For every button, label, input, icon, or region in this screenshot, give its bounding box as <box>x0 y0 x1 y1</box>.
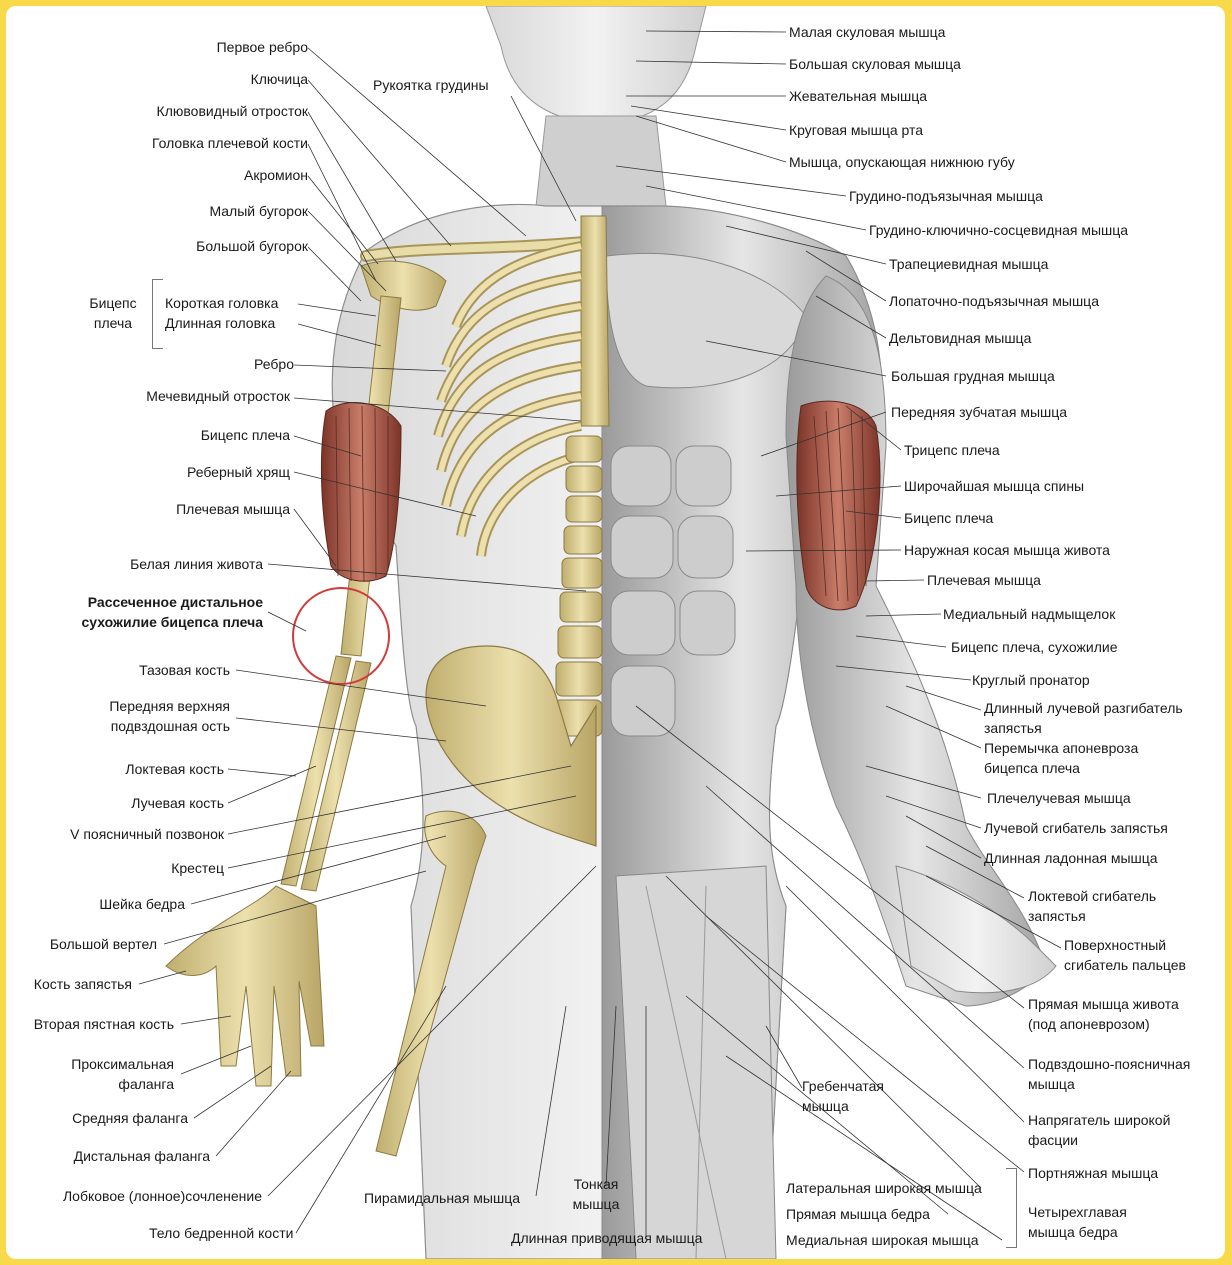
label-rib: Ребро <box>254 354 294 374</box>
label-quadriceps: Четырехглавая мышца бедра <box>1028 1202 1127 1242</box>
label-hip-bone: Тазовая кость <box>139 660 230 680</box>
diagram-frame: Первое ребро Ключица Клювовидный отросто… <box>6 6 1225 1259</box>
label-linea-alba: Белая линия живота <box>130 554 263 574</box>
label-biceps-left: Бицепс плеча <box>201 425 290 445</box>
label-sacrum: Крестец <box>171 858 224 878</box>
label-pyramidalis: Пирамидальная мышца <box>364 1188 520 1208</box>
label-orbicularis-oris: Круговая мышца рта <box>789 120 923 140</box>
bicep-group-bracket <box>152 279 163 349</box>
label-adductor-longus: Длинная приводящая мышца <box>511 1228 702 1248</box>
label-second-metacarpal: Вторая пястная кость <box>34 1014 174 1034</box>
label-vastus-lateralis: Латеральная широкая мышца <box>786 1178 982 1198</box>
label-masseter: Жевательная мышца <box>789 86 927 106</box>
label-pronator-teres: Круглый пронатор <box>972 670 1090 690</box>
label-greater-trochanter: Большой вертел <box>50 934 157 954</box>
label-triceps: Трицепс плеча <box>904 440 1000 460</box>
label-vastus-medialis: Медиальная широкая мышца <box>786 1230 979 1250</box>
label-brachialis-left: Плечевая мышца <box>176 499 290 519</box>
label-latissimus: Широчайшая мышца спины <box>904 476 1084 496</box>
label-fcu: Локтевой сгибатель запястья <box>1028 886 1156 926</box>
label-gracilis: Тонкая мышца <box>566 1174 626 1214</box>
label-zygomaticus-major: Большая скуловая мышца <box>789 54 961 74</box>
label-radius: Лучевая кость <box>131 793 224 813</box>
label-external-oblique: Наружная косая мышца живота <box>904 540 1110 560</box>
label-trapezius: Трапециевидная мышца <box>889 254 1048 274</box>
label-middle-phalanx: Средняя фаланга <box>72 1108 188 1128</box>
label-depressor-labii: Мышца, опускающая нижнюю губу <box>789 152 1015 172</box>
label-rectus-femoris: Прямая мышца бедра <box>786 1204 930 1224</box>
label-brachialis-right: Плечевая мышца <box>927 570 1041 590</box>
label-zygomaticus-minor: Малая скуловая мышца <box>789 22 945 42</box>
quadriceps-bracket <box>1006 1168 1017 1248</box>
label-carpal: Кость запястья <box>34 974 132 994</box>
label-biceps-right: Бицепс плеча <box>904 508 993 528</box>
label-sternocleidomastoid: Грудино-ключично-сосцевидная мышца <box>869 220 1128 240</box>
label-omohyoid: Лопаточно-подъязычная мышца <box>889 291 1099 311</box>
label-humerus-head: Головка плечевой кости <box>152 133 308 153</box>
label-bicep-group: Бицепс плеча <box>78 293 148 333</box>
label-costal-cartilage: Реберный хрящ <box>187 462 290 482</box>
label-proximal-phalanx: Проксимальная фаланга <box>71 1054 174 1094</box>
label-pectineus: Гребенчатая мышца <box>802 1076 884 1116</box>
label-greater-tubercle: Большой бугорок <box>196 236 308 256</box>
label-palmaris-longus: Длинная ладонная мышца <box>984 848 1158 868</box>
label-pectoralis-major: Большая грудная мышца <box>891 366 1055 386</box>
label-fcr: Лучевой сгибатель запястья <box>984 818 1168 838</box>
label-biceps-tendon: Бицепс плеча, сухожилие <box>951 637 1118 657</box>
label-long-head: Длинная головка <box>165 313 275 333</box>
label-femur-body: Тело бедренной кости <box>149 1223 293 1243</box>
label-pubic-symphysis: Лобковое (лонное)сочленение <box>63 1186 262 1206</box>
label-l5-vertebra: V поясничный позвонок <box>70 824 224 844</box>
label-lesser-tubercle: Малый бугорок <box>209 201 308 221</box>
label-short-head: Короткая головка <box>165 293 278 313</box>
head-shape <box>486 6 706 206</box>
label-tfl: Напрягатель широкой фасции <box>1028 1110 1170 1150</box>
label-sternohyoid: Грудино-подъязычная мышца <box>849 186 1043 206</box>
label-fds: Поверхностный сгибатель пальцев <box>1064 935 1186 975</box>
label-iliopsoas: Подвздошно-поясничная мышца <box>1028 1054 1190 1094</box>
label-brachioradialis: Плечелучевая мышца <box>987 788 1131 808</box>
label-coracoid: Клювовидный отросток <box>157 101 308 121</box>
label-bicipital-aponeurosis: Перемычка апоневроза бицепса плеча <box>984 738 1138 778</box>
label-deltoid: Дельтовидная мышца <box>889 328 1031 348</box>
label-first-rib: Первое ребро <box>217 37 308 57</box>
label-acromion: Акромион <box>244 165 308 185</box>
label-dissected-tendon: Рассеченное дистальное сухожилие бицепса… <box>81 592 263 632</box>
label-medial-epicondyle: Медиальный надмыщелок <box>943 604 1115 624</box>
label-xiphoid: Мечевидный отросток <box>146 386 290 406</box>
label-serratus-anterior: Передняя зубчатая мышца <box>891 402 1067 422</box>
label-femoral-neck: Шейка бедра <box>99 894 185 914</box>
label-rectus-abdominis: Прямая мышца живота (под апоневрозом) <box>1028 994 1179 1034</box>
label-distal-phalanx: Дистальная фаланга <box>74 1146 210 1166</box>
label-asis: Передняя верхняя подвздошная ость <box>109 696 230 736</box>
label-ecrl: Длинный лучевой разгибатель запястья <box>984 698 1183 738</box>
label-manubrium: Рукоятка грудины <box>373 75 489 95</box>
label-clavicle: Ключица <box>251 69 308 89</box>
label-ulna: Локтевая кость <box>125 759 224 779</box>
label-sartorius: Портняжная мышца <box>1028 1163 1158 1183</box>
